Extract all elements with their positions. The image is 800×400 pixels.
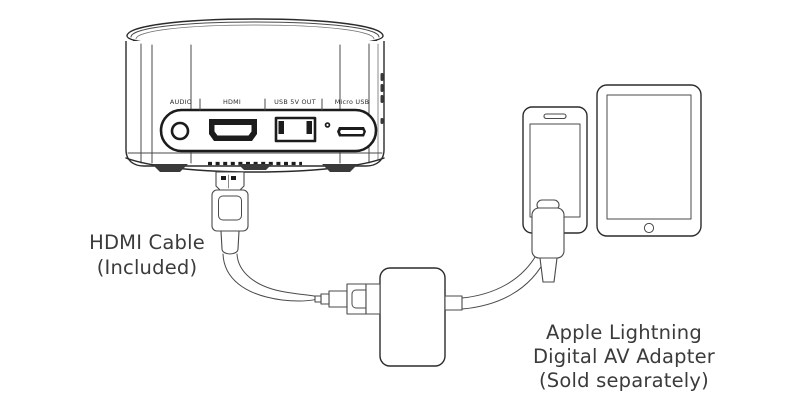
- caption-adapter-line1: Apple Lightning: [546, 321, 702, 344]
- caption-hdmi-cable: HDMI Cable (Included): [89, 231, 205, 279]
- projector-foot-center: [238, 164, 272, 170]
- hdmi-plug-strain-relief: [220, 230, 240, 255]
- caption-adapter: Apple Lightning Digital AV Adapter (Sold…: [533, 321, 716, 392]
- port-label-audio: AUDIO: [170, 98, 192, 106]
- port-label-micro-usb: Micro USB: [335, 98, 370, 106]
- caption-hdmi-cable-line1: HDMI Cable: [89, 231, 205, 254]
- projector-device: AUDIO HDMI USB 5V OUT Micro USB: [125, 18, 385, 173]
- port-label-hdmi: HDMI: [223, 98, 241, 106]
- projector-side-buttons[interactable]: [380, 73, 384, 124]
- port-micro-usb[interactable]: [337, 127, 366, 137]
- port-hdmi[interactable]: [209, 119, 257, 141]
- hdmi-plug-body-inset: [218, 195, 242, 221]
- hdmi-plug-tip: [215, 171, 245, 191]
- hdmi-cable: [211, 171, 372, 315]
- projector-foot-left: [152, 164, 188, 172]
- lightning-av-adapter: [365, 267, 463, 367]
- caption-adapter-line2: Digital AV Adapter: [533, 345, 716, 368]
- port-label-usb-5v-out: USB 5V OUT: [274, 98, 316, 106]
- caption-adapter-line3: (Sold separately): [539, 369, 709, 392]
- hdmi-cable-end-connector: [314, 283, 372, 315]
- caption-hdmi-cable-line2: (Included): [97, 256, 198, 279]
- port-usb-5v-out[interactable]: [274, 116, 317, 143]
- tablet: [596, 84, 702, 237]
- hdmi-cable-wire: [222, 253, 331, 303]
- lightning-connector: [531, 199, 565, 283]
- port-label-leaders: [199, 98, 323, 111]
- port-audio[interactable]: [170, 121, 190, 141]
- lightning-cable: [461, 251, 548, 310]
- projector-foot-right: [322, 164, 358, 172]
